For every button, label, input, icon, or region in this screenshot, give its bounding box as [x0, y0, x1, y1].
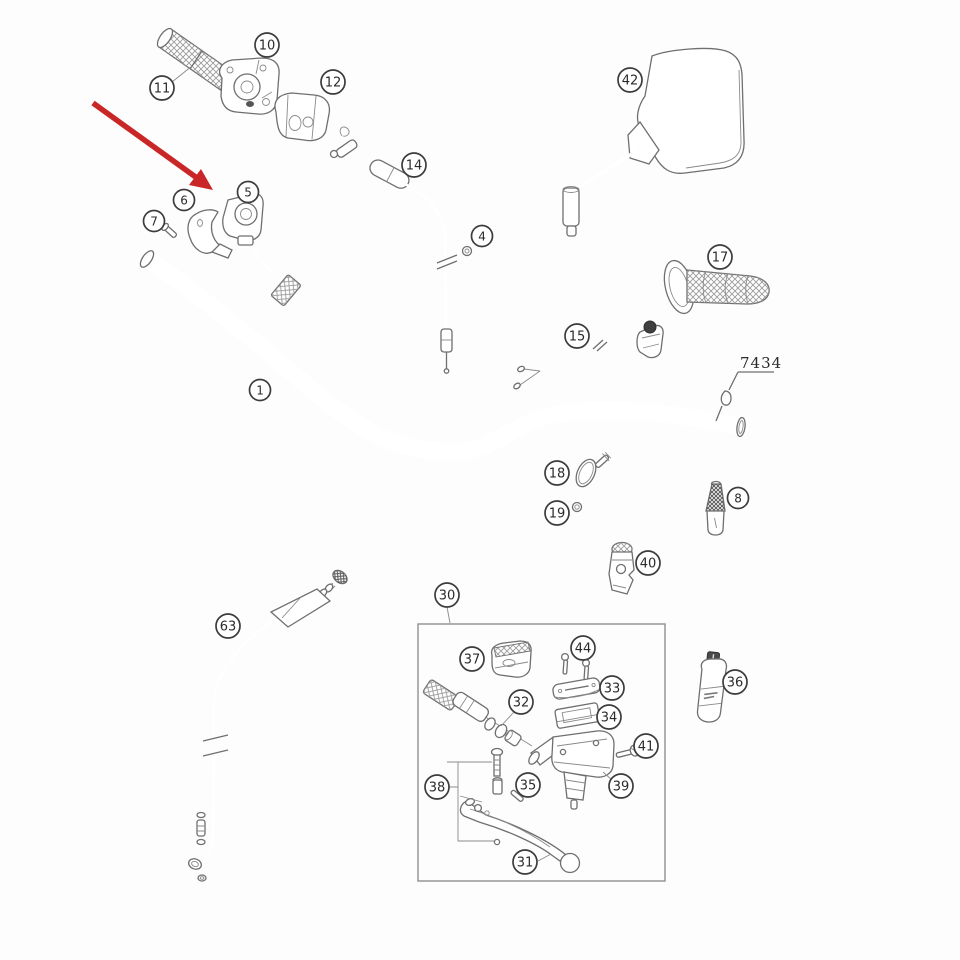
callout-36: 36: [722, 669, 748, 695]
svg-text:33: 33: [604, 682, 621, 697]
grip-drawing: [663, 259, 770, 315]
switch-lead-drawing: [513, 320, 664, 390]
subassembly-box: [417, 606, 666, 882]
svg-text:38: 38: [429, 781, 446, 796]
callout-6: 6: [172, 188, 196, 212]
callout-4: 4: [470, 224, 494, 248]
svg-text:44: 44: [575, 642, 592, 657]
svg-text:17: 17: [712, 251, 729, 266]
callout-34: 34: [596, 704, 622, 730]
svg-text:15: 15: [569, 330, 586, 345]
clamp-bracket-drawing: [554, 702, 601, 729]
svg-text:10: 10: [259, 39, 276, 54]
clamp-plate-drawing: [552, 677, 601, 700]
svg-text:37: 37: [464, 653, 481, 668]
svg-text:11: 11: [154, 82, 171, 97]
svg-text:31: 31: [517, 856, 534, 871]
svg-text:42: 42: [622, 74, 639, 89]
screws-44-drawing: [560, 652, 591, 681]
svg-text:39: 39: [613, 780, 630, 795]
oil-bottle-drawing: [696, 651, 728, 723]
callout-63: 63: [215, 613, 241, 639]
callout-17: 17: [707, 244, 733, 270]
callout-18: 18: [544, 460, 570, 486]
ref-label-7434: 7434: [740, 354, 782, 372]
pin-drawing: [510, 789, 524, 802]
svg-text:12: 12: [325, 76, 342, 91]
svg-text:35: 35: [520, 779, 537, 794]
callout-11: 11: [149, 75, 175, 101]
svg-text:32: 32: [513, 696, 530, 711]
svg-text:30: 30: [439, 589, 456, 604]
callout-44: 44: [570, 635, 596, 661]
callout-32: 32: [508, 689, 534, 715]
svg-text:34: 34: [601, 711, 618, 726]
ref-plug-drawing: [715, 371, 774, 422]
svg-text:36: 36: [727, 676, 744, 691]
svg-text:63: 63: [220, 620, 237, 635]
callout-41: 41: [633, 733, 659, 759]
svg-text:5: 5: [244, 186, 252, 200]
svg-text:40: 40: [640, 557, 657, 572]
svg-text:19: 19: [549, 507, 566, 522]
mirror-drawing: [562, 47, 745, 237]
svg-text:6: 6: [180, 194, 188, 208]
callout-30: 30: [434, 582, 460, 608]
callout-8: 8: [726, 486, 750, 510]
handlebar-drawing: [137, 249, 750, 461]
throttle-grip-drawing: [156, 27, 280, 115]
piston-kit-drawing: [422, 679, 533, 747]
clutch-cable-drawing: [188, 569, 348, 882]
callout-39: 39: [608, 773, 634, 799]
switch-assembly-drawing: [161, 192, 302, 307]
callout-7: 7: [142, 209, 166, 233]
callout-31: 31: [512, 849, 538, 875]
svg-text:8: 8: [734, 492, 742, 506]
svg-text:41: 41: [638, 740, 655, 755]
callout-33: 33: [599, 675, 625, 701]
callout-12: 12: [320, 69, 346, 95]
svg-text:1: 1: [256, 384, 264, 398]
cable-guide-drawing: [608, 541, 635, 595]
red-pointer-arrow: [91, 100, 213, 190]
callout-35: 35: [515, 772, 541, 798]
callout-19: 19: [544, 500, 570, 526]
lever-perch-drawing: [490, 640, 532, 678]
callout-38: 38: [424, 774, 450, 800]
svg-text:4: 4: [478, 230, 486, 244]
pivot-bolt-drawing: [447, 747, 504, 846]
clutch-lever-drawing: [459, 795, 581, 874]
callout-37: 37: [459, 646, 485, 672]
callout-15: 15: [564, 323, 590, 349]
callout-40: 40: [635, 550, 661, 576]
svg-text:14: 14: [406, 159, 423, 174]
svg-text:7: 7: [150, 215, 158, 229]
callout-5: 5: [236, 180, 260, 204]
callout-1: 1: [248, 378, 272, 402]
svg-text:18: 18: [549, 467, 566, 482]
callout-42: 42: [617, 67, 643, 93]
clamp-drawing: [571, 451, 612, 513]
throttle-cable-drawing: [329, 126, 473, 374]
bar-end-drawing: [705, 480, 726, 536]
callout-14: 14: [401, 152, 427, 178]
switch-housing-cover-drawing: [274, 92, 331, 142]
callout-10: 10: [254, 32, 280, 58]
